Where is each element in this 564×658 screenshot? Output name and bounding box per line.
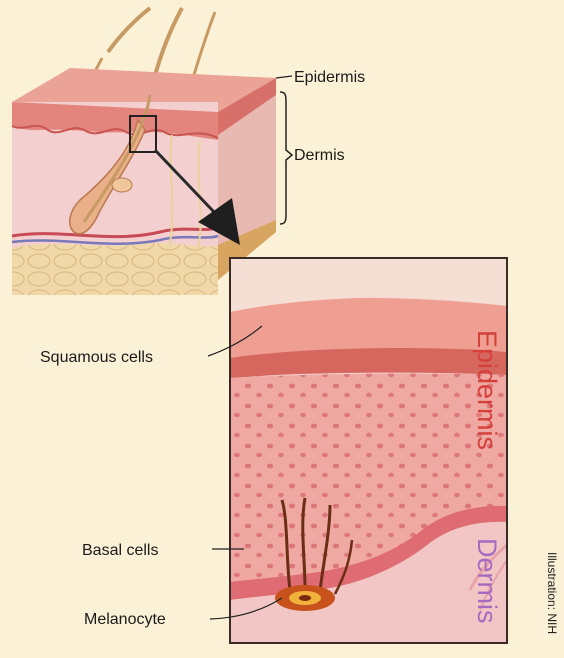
dermis-label: Dermis xyxy=(294,147,345,164)
epidermis-label: Epidermis xyxy=(294,69,365,86)
dermis-bracket xyxy=(280,92,292,224)
skin-block-illustration xyxy=(12,8,292,295)
hair-strand xyxy=(108,8,150,52)
hair-strand xyxy=(193,12,215,78)
epidermis-leader-line xyxy=(276,76,292,78)
magnified-inset: Epidermis Dermis xyxy=(230,258,507,643)
melanocyte-label: Melanocyte xyxy=(84,611,166,628)
fat-cells xyxy=(12,243,218,295)
illustration-credit: Illustration: NIH xyxy=(545,552,559,634)
squamous-cells-label: Squamous cells xyxy=(40,349,153,366)
inset-dermis-label: Dermis xyxy=(472,538,502,624)
basal-cells-label: Basal cells xyxy=(82,542,158,559)
sebaceous-gland xyxy=(112,178,132,192)
inset-epidermis-label: Epidermis xyxy=(472,330,502,450)
